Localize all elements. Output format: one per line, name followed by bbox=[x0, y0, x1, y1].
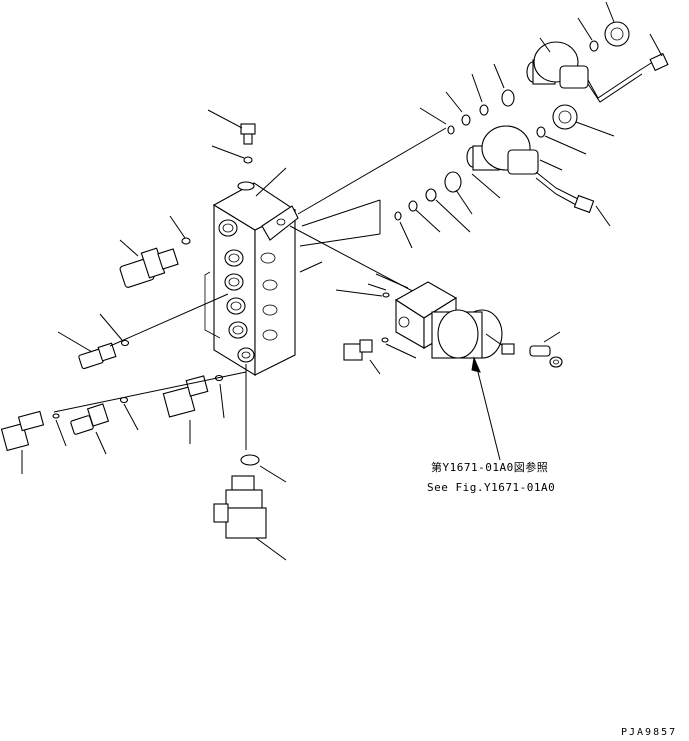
solenoid-valve-2 bbox=[466, 125, 611, 227]
center-washer bbox=[335, 289, 390, 298]
oring-left-3 bbox=[52, 413, 67, 447]
oring-left-4 bbox=[119, 396, 139, 431]
reference-arrow bbox=[471, 356, 501, 461]
reference-label-english: See Fig.Y1671-01A0 bbox=[427, 481, 556, 494]
top-washer bbox=[211, 145, 253, 164]
elbow-fitting-1 bbox=[0, 410, 45, 474]
oring-left-2 bbox=[99, 313, 130, 347]
block-side-ports bbox=[260, 252, 278, 341]
bottom-oring bbox=[240, 454, 287, 483]
straight-fitting bbox=[70, 403, 110, 455]
elbow-fitting-2 bbox=[162, 375, 209, 444]
small-oring bbox=[381, 337, 417, 359]
block-front-ports bbox=[218, 219, 255, 363]
nut-2 bbox=[552, 104, 615, 137]
top-bolt bbox=[207, 109, 256, 145]
plug-fitting-1 bbox=[57, 331, 117, 370]
orings-row-2 bbox=[394, 171, 473, 249]
washer-1 bbox=[577, 17, 599, 52]
small-elbow bbox=[343, 339, 381, 375]
nut-1 bbox=[604, 1, 630, 47]
center-solenoid bbox=[367, 273, 515, 359]
washer-2 bbox=[536, 126, 587, 155]
orings-row-1 bbox=[419, 63, 515, 135]
oring-left-5 bbox=[214, 374, 225, 419]
valve-block bbox=[204, 181, 299, 376]
solenoid-valve-1 bbox=[526, 33, 669, 103]
oring-left-1 bbox=[169, 215, 191, 245]
leader-block bbox=[255, 167, 287, 197]
drawing-code: PJA9857 bbox=[621, 727, 678, 738]
reference-label-japanese: 第Y1671-01A0図参照 bbox=[431, 461, 549, 474]
assembly-lines bbox=[53, 127, 447, 413]
bottom-elbow-fitting bbox=[213, 475, 287, 561]
union-fitting bbox=[119, 239, 179, 288]
rod-end-connector bbox=[529, 331, 563, 368]
